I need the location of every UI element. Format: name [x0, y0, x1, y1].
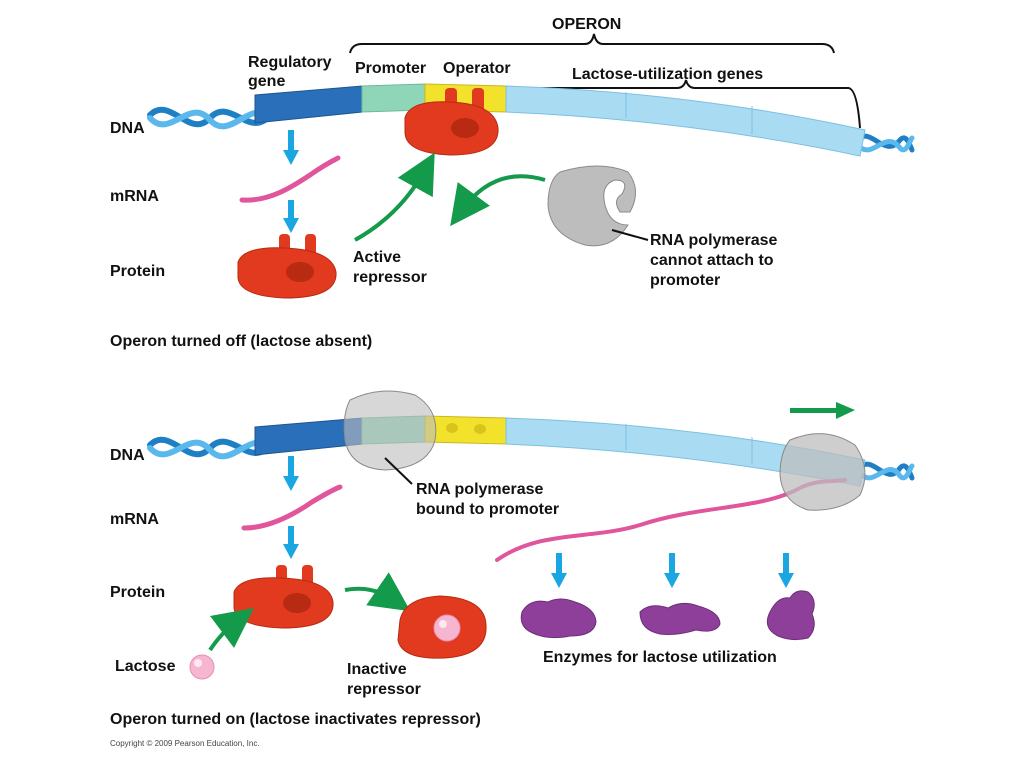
- dna-helix-right: [855, 133, 915, 153]
- caption-bottom: Operon turned on (lactose inactivates re…: [110, 711, 481, 728]
- regulatory-gene-label-line2: gene: [248, 73, 286, 90]
- dna-helix-right-bottom: [857, 461, 915, 481]
- lactose-genes-label: Lactose-utilization genes: [572, 66, 764, 83]
- rna-polymerase-free: [547, 165, 636, 247]
- inactivation-arrow: [344, 572, 411, 612]
- active-repressor-label-line2: repressor: [353, 269, 427, 286]
- dna-helix-left-bottom: [147, 436, 273, 460]
- operon-label: OPERON: [552, 16, 622, 33]
- operator-label: Operator: [443, 60, 511, 77]
- promoter-label: Promoter: [355, 60, 427, 77]
- copyright-notice: Copyright © 2009 Pearson Education, Inc.: [110, 739, 260, 748]
- translation-arrow-top: [283, 200, 299, 233]
- enzyme-1: [520, 598, 597, 639]
- rna-polymerase-transcribing: [779, 433, 866, 511]
- enzyme-2: [639, 602, 721, 635]
- dna-helix-left: [147, 106, 273, 130]
- mrna-strand-top: [239, 155, 341, 203]
- transcription-arrow-bottom: [283, 456, 299, 491]
- mrna-strand-bottom: [241, 484, 343, 531]
- rna-polymerase-bound: [343, 390, 437, 471]
- repressor-protein-top: [237, 234, 337, 299]
- rnap-label-line2: cannot attach to: [650, 252, 774, 269]
- enzyme-arrow-1: [551, 553, 567, 588]
- inactive-repressor: [397, 595, 487, 659]
- enzyme-arrow-2: [664, 553, 680, 588]
- lactose-genes-segment: [505, 85, 866, 157]
- rnap-label-line3: promoter: [650, 272, 721, 289]
- translation-arrow-bottom: [283, 526, 299, 559]
- inactive-repressor-label-line2: repressor: [347, 681, 421, 698]
- dna-label-bottom: DNA: [110, 447, 145, 464]
- lactose-molecule: [189, 654, 215, 680]
- lactose-binding-arrow: [208, 607, 254, 652]
- enzymes-label: Enzymes for lactose utilization: [543, 649, 777, 666]
- repressor-binding-arrow: [354, 152, 435, 242]
- lactose-label: Lactose: [115, 658, 176, 675]
- transcription-arrow-top: [283, 130, 299, 165]
- transcription-direction-arrow: [790, 402, 855, 419]
- enzyme-arrow-3: [778, 553, 794, 588]
- operator-segment-bottom: [424, 415, 507, 445]
- caption-top: Operon turned off (lactose absent): [110, 333, 373, 350]
- operon-brace: [349, 33, 835, 54]
- protein-label-bottom: Protein: [110, 584, 166, 601]
- rnap-label-line1: RNA polymerase: [650, 232, 778, 249]
- rnap-bound-label-line1: RNA polymerase: [416, 481, 544, 498]
- rnap-bound-label-line2: bound to promoter: [416, 501, 560, 518]
- rnap-pointer-line: [611, 229, 649, 241]
- dna-label-top: DNA: [110, 120, 145, 137]
- rnap-bound-pointer-line: [384, 457, 413, 485]
- repressor-protein-bottom: [233, 565, 334, 629]
- enzyme-3: [766, 590, 815, 641]
- mrna-label-bottom: mRNA: [110, 511, 159, 528]
- inactive-repressor-label-line1: Inactive: [347, 661, 407, 678]
- mrna-label-top: mRNA: [110, 188, 159, 205]
- protein-label-top: Protein: [110, 263, 166, 280]
- regulatory-gene-label-line1: Regulatory: [248, 54, 332, 71]
- active-repressor-label-line1: Active: [353, 249, 402, 266]
- active-repressor-bound: [404, 88, 499, 156]
- polymerase-blocked-arrow: [450, 174, 546, 227]
